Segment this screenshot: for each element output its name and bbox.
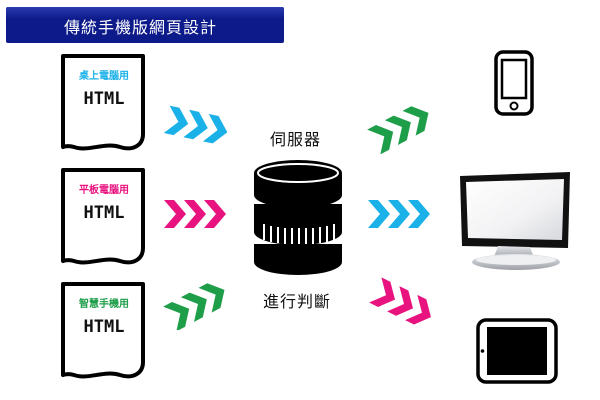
smartphone-html-document: 智慧手機用 HTML <box>60 282 146 382</box>
title-banner: 傳統手機版網頁設計 <box>6 7 284 43</box>
desktop-html-document: 桌上電腦用 HTML <box>60 54 146 154</box>
document-label: 平板電腦用 <box>79 185 129 196</box>
monitor-icon <box>460 172 570 270</box>
document-icon <box>61 282 145 379</box>
smartphone-icon <box>494 50 534 116</box>
green-arrow-icon <box>367 106 429 154</box>
tablet-icon <box>476 318 558 384</box>
document-format: HTML <box>83 317 125 337</box>
document-format: HTML <box>83 203 125 223</box>
document-label: 桌上電腦用 <box>79 71 129 82</box>
server-database-icon <box>252 160 344 275</box>
document-icon <box>61 54 145 151</box>
diagram-title: 傳統手機版網頁設計 <box>64 18 218 37</box>
magenta-arrow-icon <box>164 200 226 228</box>
magenta-arrow-icon <box>369 277 431 325</box>
tablet-html-document: 平板電腦用 HTML <box>60 168 146 268</box>
blue-arrow-icon <box>368 200 430 228</box>
document-icon <box>61 168 145 265</box>
server-caption: 進行判斷 <box>263 292 332 311</box>
green-arrow-icon <box>163 283 225 330</box>
server-label: 伺服器 <box>270 130 322 149</box>
document-label: 智慧手機用 <box>79 299 129 310</box>
blue-arrow-icon <box>163 105 228 144</box>
document-format: HTML <box>83 89 125 109</box>
